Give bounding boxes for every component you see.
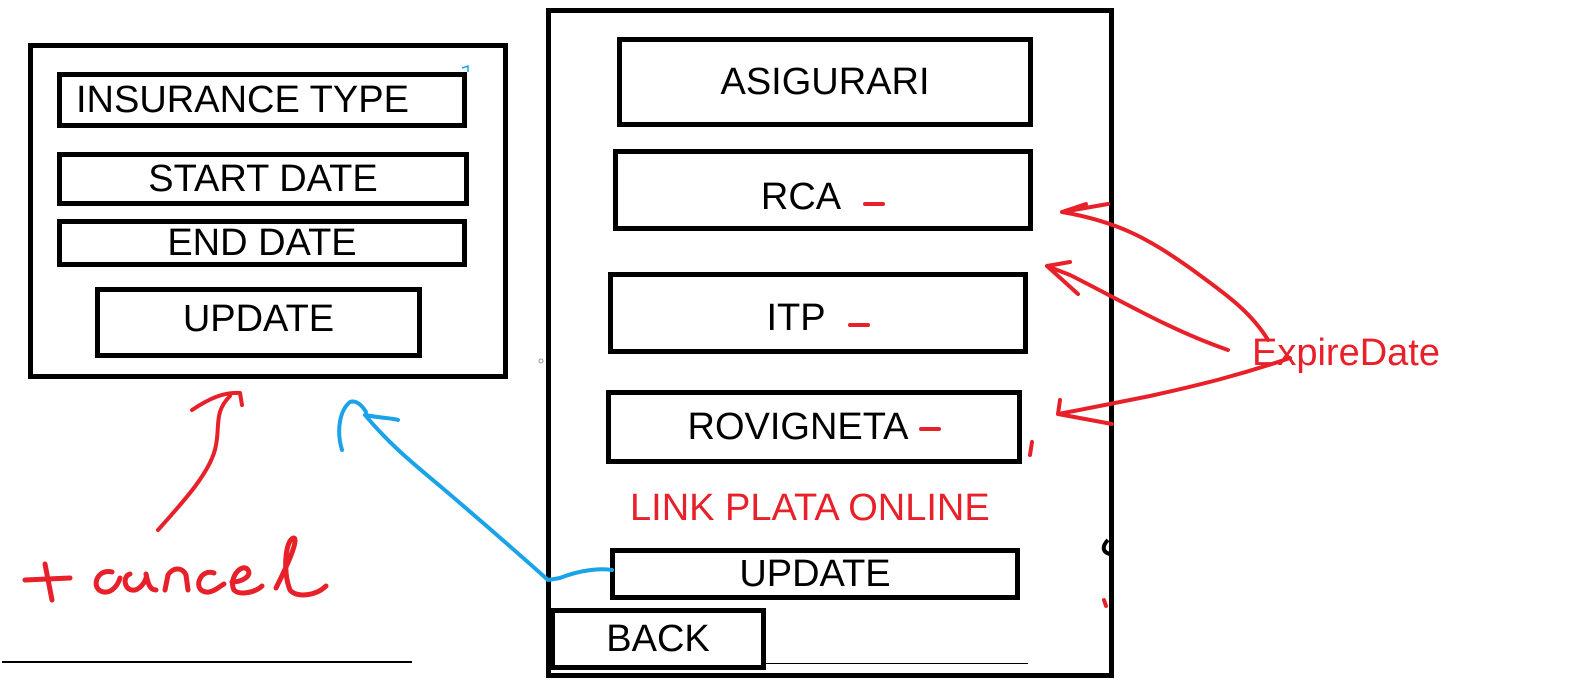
rca-item[interactable]: RCA — [613, 149, 1033, 231]
divider-line-left — [2, 661, 412, 663]
end-date-label: END DATE — [167, 222, 357, 264]
rovigneta-item[interactable]: ROVIGNETA — [606, 390, 1022, 464]
end-date-field[interactable]: END DATE — [57, 219, 467, 267]
stray-dot — [538, 358, 544, 364]
itp-label: ITP — [766, 297, 826, 339]
divider-line-right — [766, 663, 1028, 664]
itp-expire-placeholder — [847, 323, 870, 327]
rca-expire-placeholder — [863, 202, 886, 206]
asigurari-title: ASIGURARI — [720, 61, 930, 103]
rovigneta-label: ROVIGNETA — [687, 406, 909, 448]
form-update-button[interactable]: UPDATE — [95, 287, 422, 358]
expire-date-annotation: ExpireDate — [1252, 332, 1440, 374]
insurance-type-label: INSURANCE TYPE — [76, 79, 409, 121]
arrow-to-update-form — [156, 390, 244, 532]
asigurari-header: ASIGURARI — [617, 37, 1033, 127]
back-button[interactable]: BACK — [550, 608, 766, 670]
itp-item[interactable]: ITP — [608, 272, 1028, 354]
link-plata-online[interactable]: LINK PLATA ONLINE — [630, 487, 990, 529]
insurance-type-field[interactable]: INSURANCE TYPE — [57, 72, 467, 128]
rovigneta-expire-placeholder — [918, 427, 941, 431]
form-update-label: UPDATE — [182, 298, 335, 340]
start-date-label: START DATE — [148, 158, 378, 200]
cancel-annotation-handwriting — [22, 535, 329, 603]
main-update-button[interactable]: UPDATE — [610, 548, 1020, 600]
rca-label: RCA — [760, 176, 842, 218]
main-update-label: UPDATE — [739, 553, 891, 595]
back-label: BACK — [606, 618, 710, 660]
start-date-field[interactable]: START DATE — [57, 152, 469, 206]
